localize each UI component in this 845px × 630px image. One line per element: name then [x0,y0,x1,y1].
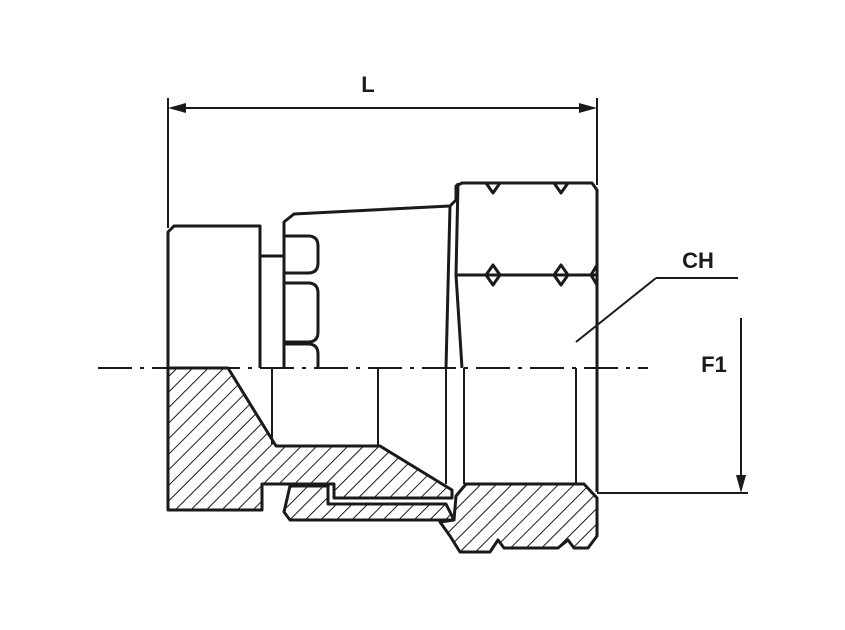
hex-front-edge [444,205,452,369]
label-l: L [361,72,374,97]
leader-ch: CH [575,248,738,343]
sleeve-section-hatched [282,484,456,522]
nut-section-hatched [438,482,599,554]
diamond-mark-2 [552,263,570,287]
chamfer-mark-2 [552,182,570,195]
upper-body-view [166,181,599,492]
nut-bump-2 [284,281,320,344]
leader-line-ch [575,277,657,343]
arrowhead-right [579,103,597,113]
nut-bump-3 [284,342,320,368]
diamond-mark-3 [589,264,599,286]
dimension-l: L [167,72,598,228]
arrowhead-left [168,103,186,113]
label-f1: F1 [701,352,727,377]
body-block [166,224,262,368]
chamfer-mark-1 [484,182,502,195]
label-ch: CH [682,248,714,273]
arrowhead-f1 [736,475,746,493]
nut-profile [282,181,599,492]
nut-bump-1 [284,234,320,275]
diamond-mark-1 [484,263,502,287]
dimension-f1: F1 [597,318,748,494]
body-section-hatched [166,366,454,512]
lower-section-view [166,366,599,554]
